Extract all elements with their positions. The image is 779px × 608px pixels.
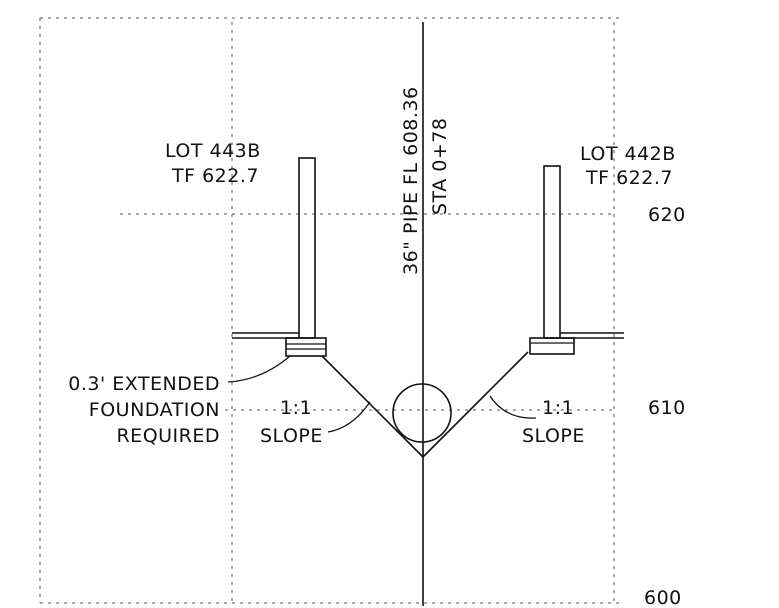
right-trench-slope	[422, 351, 529, 458]
lot-left-tf: TF 622.7	[171, 165, 259, 187]
lot-right-name: LOT 442B	[580, 143, 676, 165]
lot-left-name: LOT 443B	[165, 140, 261, 162]
foundation-note-line-1: 0.3' EXTENDED	[68, 373, 220, 395]
foundation-note-line-3: REQUIRED	[116, 425, 220, 447]
reference-grid	[39, 17, 620, 604]
left-footing	[285, 337, 327, 357]
left-structure	[232, 157, 327, 357]
elevation-600: 600	[644, 587, 682, 608]
slope-left-word: SLOPE	[260, 425, 323, 447]
slope-right-word: SLOPE	[522, 425, 585, 447]
foundation-note-line-2: FOUNDATION	[89, 399, 220, 421]
slope-right-leader	[489, 395, 537, 419]
left-trench-slope	[321, 355, 424, 458]
slope-right-ratio: 1:1	[542, 397, 574, 419]
right-footing	[529, 337, 575, 355]
pipe-circle	[392, 383, 452, 443]
right-structure	[529, 165, 624, 355]
lot-right-tf: TF 622.7	[585, 167, 673, 189]
pipe-label: 36" PIPE FL 608.36	[400, 86, 422, 275]
slope-left-ratio: 1:1	[280, 397, 312, 419]
elevation-620: 620	[648, 204, 686, 226]
left-wall	[298, 157, 316, 339]
slope-left-leader	[327, 401, 371, 433]
foundation-leader	[227, 355, 291, 383]
station-label: STA 0+78	[429, 118, 451, 215]
elevation-610: 610	[648, 397, 686, 419]
right-wall	[543, 165, 561, 339]
